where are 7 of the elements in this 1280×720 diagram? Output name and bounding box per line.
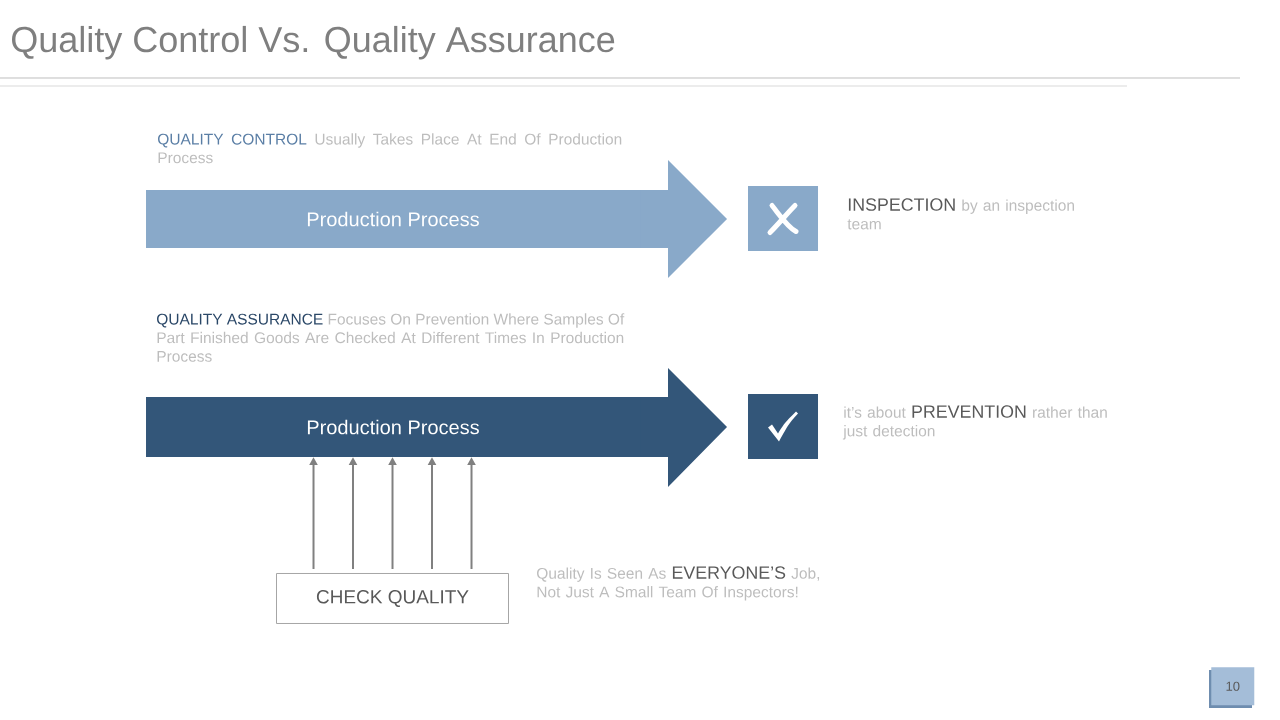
note-text: INSPECTION by an inspection team — [847, 198, 1074, 230]
note-text: it’s about PREVENTION rather than just detection — [842, 405, 1107, 440]
description-text: QUALITY ASSURANCE Focuses On Prevention Where Samples Of Part Finished Goods Are Checked At Different Times In Production Process — [157, 313, 625, 362]
description-text: Quality Is Seen As EVERYONE’S Job, Not Just A Small Team Of Inspectors! — [537, 566, 820, 601]
page-number: 10 — [1209, 667, 1255, 708]
label-box: CHECK QUALITY — [276, 573, 509, 624]
slide-title: Quality Control Vs. Quality Assurance — [12, 25, 615, 60]
